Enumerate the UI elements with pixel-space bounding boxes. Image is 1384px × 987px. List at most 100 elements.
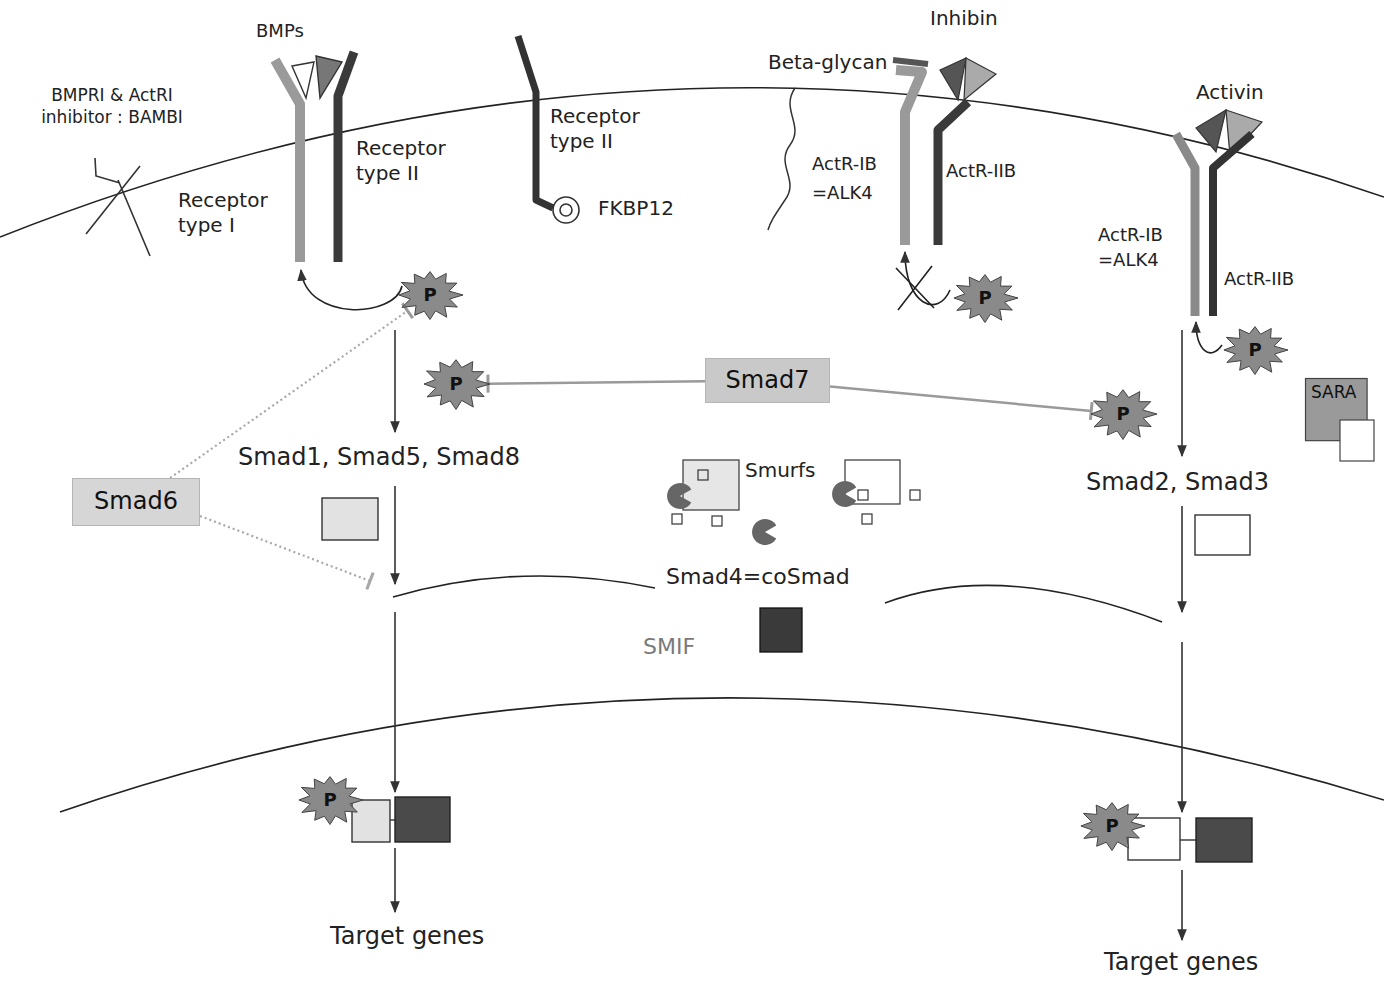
phospho-star: P <box>1077 799 1147 853</box>
label-text: ActR-IIB <box>1224 268 1294 290</box>
phospho-star: P <box>295 773 365 827</box>
phospho-label: P <box>423 285 436 306</box>
label-text: Beta-glycan <box>768 50 887 74</box>
inhibition-line <box>488 381 705 383</box>
label-text: Activin <box>1196 80 1264 104</box>
phospho-label: P <box>1248 340 1261 361</box>
inhibition-line <box>200 516 370 581</box>
label-text: Receptor type II <box>356 136 466 186</box>
receptor-type-ii <box>338 52 354 262</box>
smad4-square <box>1196 818 1252 862</box>
phospho-label: P <box>978 288 991 309</box>
label-text: FKBP12 <box>598 196 674 220</box>
label-text: Smad4=coSmad <box>666 564 850 590</box>
signal-arrow <box>1181 642 1183 812</box>
phospho-star-shape <box>399 272 463 320</box>
node-label: SARA <box>1311 383 1357 403</box>
signal-arrow <box>394 848 396 912</box>
box-shape <box>73 479 200 526</box>
smad-square <box>322 498 378 540</box>
node-label: Smad7 <box>726 367 810 395</box>
phospho-label: P <box>323 790 336 811</box>
label-text: Receptor type I <box>178 188 282 238</box>
label-text: ActR-IB =ALK4 <box>1098 222 1182 272</box>
smad-square <box>1195 515 1250 555</box>
ubiquitin-square <box>672 514 682 524</box>
node-label: Smad6 <box>94 488 178 516</box>
label-text: BMPRI & ActRI inhibitor : BAMBI <box>14 84 210 128</box>
fkbp12-symbol <box>560 204 572 216</box>
alk4-receptor <box>1176 134 1195 316</box>
signal-arrow <box>1181 506 1183 612</box>
kinase-loop <box>1196 322 1222 353</box>
cell-membrane <box>0 88 1384 237</box>
beta-glycan-bar <box>893 60 928 64</box>
bmp-ligand <box>316 56 342 98</box>
phospho-star-shape <box>1081 803 1145 851</box>
smurf-complex <box>845 460 900 504</box>
block-cross <box>896 266 934 310</box>
phospho-star-shape <box>954 275 1018 323</box>
label-text: Inhibin <box>930 6 998 30</box>
alk4-receptor <box>896 70 922 245</box>
kinase-loop <box>301 270 402 310</box>
smurf-pacman <box>752 519 776 545</box>
ubiquitin-square <box>712 516 722 526</box>
label-text: Smad2, Smad3 <box>1086 468 1269 497</box>
signal-arrow <box>394 612 396 792</box>
inhibin-ligand <box>940 58 966 100</box>
smad-square <box>1340 420 1374 461</box>
bambi-symbol <box>86 158 150 256</box>
phospho-star: P <box>420 356 492 412</box>
nuclear-envelope <box>885 585 1162 622</box>
signal-arrow <box>1181 870 1183 940</box>
ubiquitin-square <box>862 514 872 524</box>
phospho-label: P <box>1105 816 1118 837</box>
label-text: ActR-IB =ALK4 <box>812 150 894 208</box>
signal-arrow <box>1181 330 1183 456</box>
receptor-type-ii <box>518 36 553 208</box>
ubiquitin-square <box>910 490 920 500</box>
activin-ligand <box>1196 110 1226 152</box>
smad-square <box>352 800 390 842</box>
label-text: Target genes <box>330 922 484 951</box>
inhibin-ligand <box>964 58 996 100</box>
phospho-label: P <box>1116 404 1129 425</box>
phospho-star: P <box>1087 386 1159 442</box>
phospho-star-shape <box>1091 390 1157 440</box>
smif-crescent <box>722 626 756 690</box>
phospho-star: P <box>1220 323 1290 377</box>
ubiquitin-square <box>858 490 868 500</box>
receptor-type-i <box>275 60 300 262</box>
smurf-pacman <box>832 481 856 507</box>
label-text: SMIF <box>643 634 695 660</box>
smad4-square <box>760 608 802 652</box>
label-text: ActR-IIB <box>946 160 1016 182</box>
complex-link <box>390 819 395 820</box>
label-text: Target genes <box>1104 948 1258 977</box>
inhibitor-box: Smad7 <box>705 358 830 403</box>
ubiquitin-square <box>698 470 708 480</box>
beta-glycan-chain <box>768 88 795 230</box>
smurf-complex <box>683 460 739 510</box>
smurf-pacman <box>667 483 691 509</box>
label-text: Smurfs <box>745 458 816 482</box>
kinase-loop <box>905 252 950 305</box>
nuclear-envelope <box>393 576 655 597</box>
phospho-star-shape <box>1224 327 1288 375</box>
smad4-square <box>395 797 450 842</box>
signal-arrow <box>394 486 396 584</box>
box-shape <box>706 359 830 403</box>
label-text: Smad1, Smad5, Smad8 <box>238 443 520 472</box>
signal-arrow <box>394 330 396 432</box>
phospho-star-shape <box>424 360 490 410</box>
fkbp12-symbol <box>553 197 579 223</box>
label-text: Receptor type II <box>550 104 660 154</box>
complex-link <box>1180 839 1196 840</box>
phospho-star: P <box>395 268 465 322</box>
inhibitor-box: Smad6 <box>72 478 200 526</box>
bmp-ligand <box>292 62 314 98</box>
phospho-label: P <box>449 374 462 395</box>
inhibition-line <box>830 386 1091 411</box>
